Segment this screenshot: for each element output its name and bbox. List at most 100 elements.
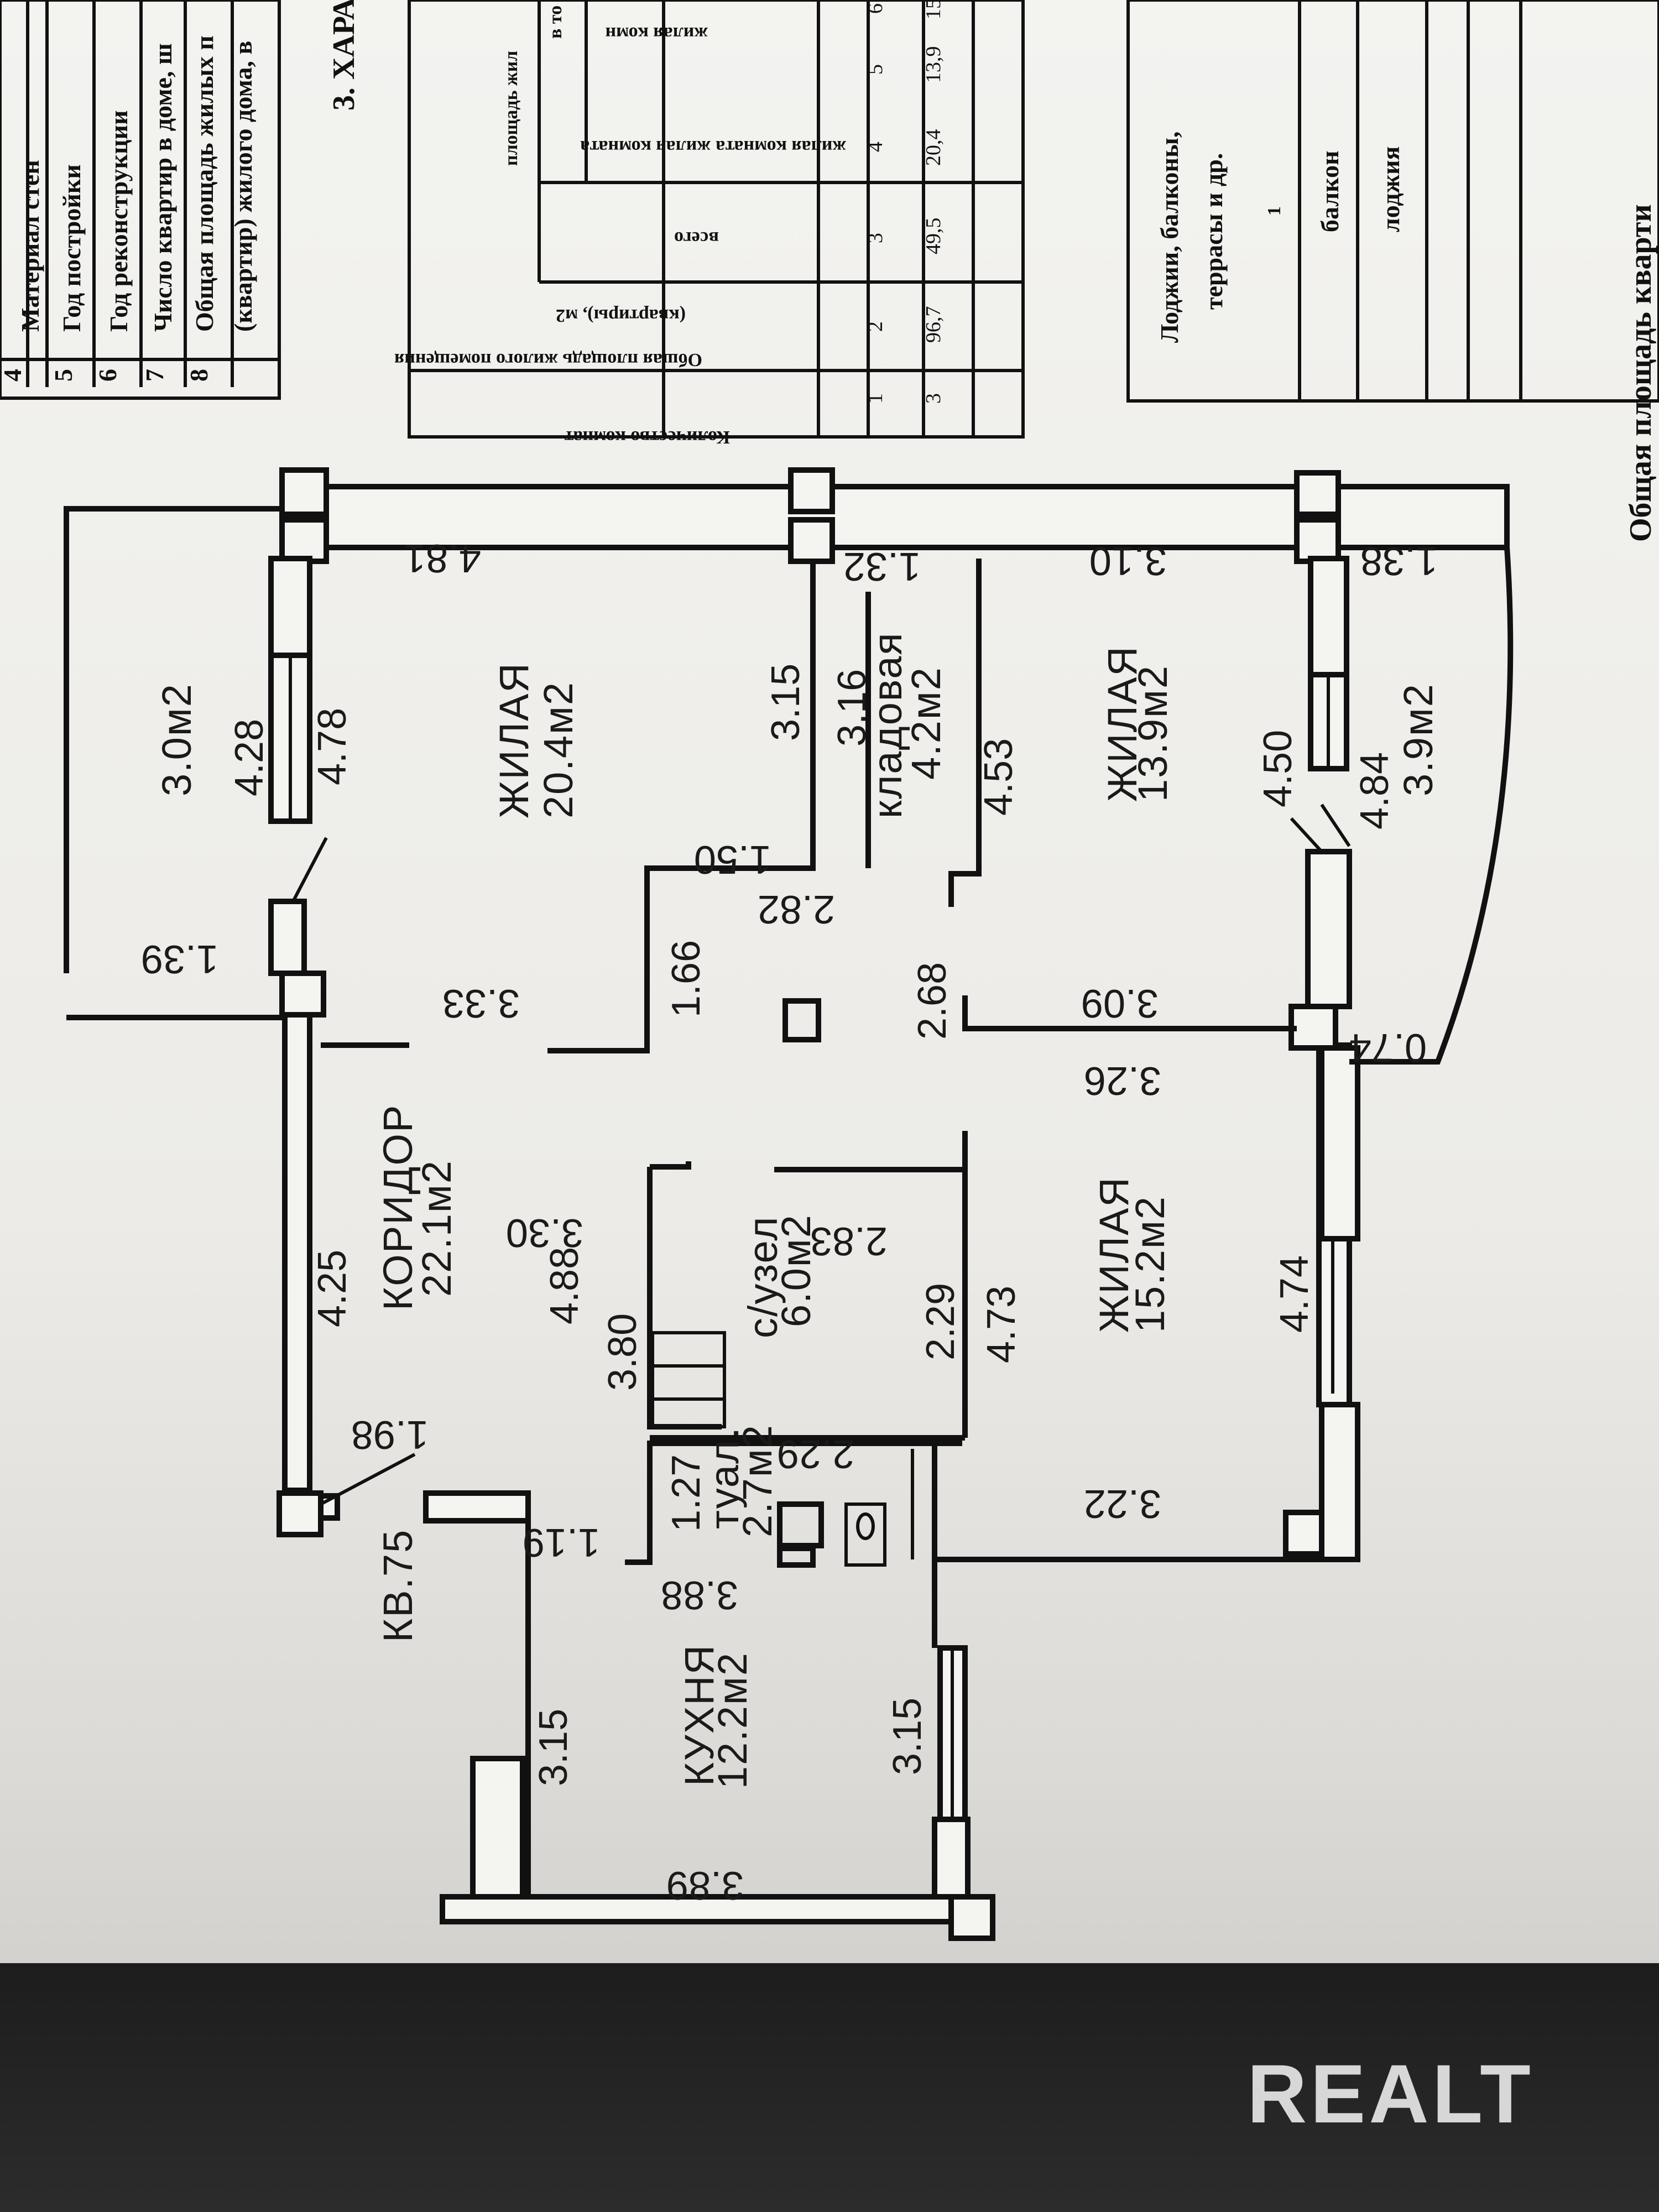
property-info-table: 4 Материал стен 5 Год постройки 6 Год ре… [0,0,281,400]
dimension-label: 4.84 [1353,752,1397,830]
room-name: туал. [701,1426,747,1529]
dimension-label: 4.74 [1272,1255,1317,1333]
col-all-header: всего [674,228,719,248]
dimension-label: 1.19 [523,1520,600,1564]
section-heading: 3. ХАРА [327,0,361,111]
dimension-label: 4.73 [979,1286,1024,1363]
room-area: 2.7м2 [734,1424,780,1537]
loggia-header-line2: террасы и др. [1199,153,1228,310]
dimension-label: 4.28 [227,719,272,796]
value-cell: 15 [922,0,945,19]
room-area: 20.4м2 [535,681,581,818]
index-cell: 5 [864,64,887,75]
value-cell: 3 [922,393,945,404]
plan-walls [64,467,1514,1941]
room-area: 22.1м2 [414,1160,460,1297]
balcony-row: балкон [1316,150,1344,232]
dimension-label: 4.53 [977,738,1021,816]
dimension-label: 1.27 [664,1454,708,1532]
dimension-label: 2.83 [810,1219,888,1263]
dimension-label: 4.81 [404,536,481,580]
dimension-label: 1.39 [141,937,218,981]
index-cell: 6 [864,3,887,14]
dimension-label: 3.22 [1084,1481,1161,1526]
room-area: 12.2м2 [709,1652,755,1789]
index-cell: 3 [864,233,887,243]
room-name: с/узел [740,1215,786,1338]
dimension-label: 3.26 [1084,1058,1161,1103]
dimension-label: 3.15 [531,1709,576,1786]
balcony-area: 3.0м2 [154,683,200,796]
dimension-label: 1.38 [1360,539,1438,583]
room-name: ЖИЛАЯ [1099,645,1145,802]
dimension-label: 1.32 [843,544,921,588]
dimension-label: 1.98 [351,1412,429,1457]
dimension-label: 0.74 [1349,1025,1427,1070]
dimension-label: 1.50 [694,837,771,881]
loggia-index: 1 [1264,206,1285,216]
room-name: КОРИДОР [375,1104,421,1311]
table-row-label: Год постройки [58,164,86,332]
table-row-num: 8 [185,369,213,382]
table-row-num: 5 [49,369,77,382]
dimension-label: 3.30 [506,1211,583,1255]
dimension-label: 1.66 [664,940,708,1018]
index-cell: 1 [864,393,887,404]
room-name: кладовая [864,632,910,818]
dimension-label: 2.82 [758,887,835,931]
room-name: ЖИЛАЯ [491,662,537,818]
dimension-label: 3.80 [601,1313,645,1391]
footer-text: Общая площадь кварти [1624,204,1658,542]
table-row-label: Число квартир в доме, ш [149,43,177,332]
value-cell: 96,7 [922,306,945,343]
dimension-label: 3.88 [661,1573,738,1617]
loggia-area: 3.9м2 [1395,683,1441,796]
index-cell: 4 [864,142,887,152]
col-living-area-header: площадь жил [501,51,521,166]
value-cell: 49,5 [922,218,945,255]
col-total-area-unit: (квартиры), м2 [556,305,686,326]
col-rooms-header: Количество комнат [564,427,730,447]
table-row-num: 6 [93,369,122,382]
table-row-label: Материал стен [16,160,44,332]
loggia-table: Лоджии, балконы, террасы и др. 1 балкон … [1126,0,1659,403]
value-cell: 20,4 [922,129,945,166]
index-cell: 2 [864,321,887,332]
value-cell: 13,9 [922,46,945,84]
loggia-row: лоджия [1376,147,1405,233]
table-row-label: Год реконструкции [105,110,133,332]
dimension-label: 3.16 [830,669,874,747]
loggia-header-line1: Лоджии, балконы, [1155,132,1183,343]
dimension-label: 3.33 [442,981,520,1025]
characteristics-table: Количество комнат Общая площадь жилого п… [394,0,1025,447]
apartment-label: КВ.75 [375,1529,421,1642]
table-row-label: Общая площадь жилых п [190,35,218,332]
col-room3-header: жилая комн [606,23,708,44]
dimension-label: 4.25 [310,1250,354,1327]
room-name: ЖИЛАЯ [1091,1176,1137,1333]
dimension-label: 3.15 [885,1698,930,1775]
room-area: 15.2м2 [1127,1196,1173,1333]
table-row-num: 4 [0,369,27,382]
room-area: 4.2м2 [903,666,949,780]
dimension-label: 2.29 [777,1432,854,1476]
dimension-label: 4.50 [1256,730,1300,807]
dark-background [0,1963,1659,2212]
room-name: КУХНЯ [676,1644,722,1786]
col-total-area-header: Общая площадь жилого помещения [394,349,702,370]
col-incl-header: в то [545,6,566,39]
col-room1-header: жилая комната [716,137,846,157]
dimension-labels: 4.81 1.32 3.10 1.38 3.15 3.16 4.53 4.28 … [141,536,1438,1907]
realt-watermark: REALT [1247,2047,1534,2140]
dimension-label: 2.29 [919,1283,963,1360]
room-area: 13.9м2 [1130,665,1176,802]
dimension-label: 3.15 [764,664,808,741]
col-room2-header: жилая комната [580,137,711,157]
dimension-label: 3.09 [1081,981,1159,1025]
room-area: 6.0м2 [773,1214,819,1327]
dimension-label: 3.10 [1089,539,1167,583]
room-labels: ЖИЛАЯ 20.4м2 кладовая 4.2м2 ЖИЛАЯ 13.9м2… [154,632,1441,1789]
dimension-label: 2.68 [910,962,954,1040]
